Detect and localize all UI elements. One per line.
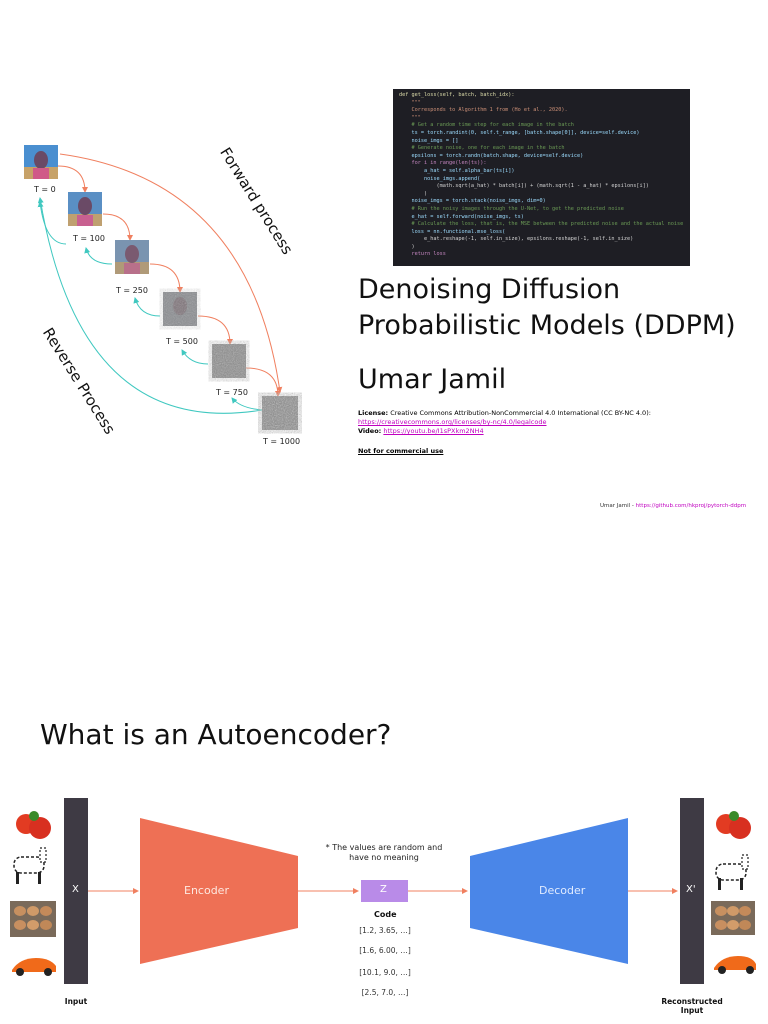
decoder-label: Decoder bbox=[539, 884, 585, 897]
z-label: Z bbox=[380, 884, 387, 895]
code-line: Corresponds to Algorithm 1 from (Ho et a… bbox=[399, 107, 684, 115]
random-values-note: * The values are random and have no mean… bbox=[320, 843, 448, 863]
x-prime-label: X' bbox=[686, 884, 696, 895]
code-line: # Calculate the loss, that is, the MSE b… bbox=[399, 221, 684, 229]
footer-author: Umar Jamil - bbox=[600, 503, 636, 509]
title-line-1: Denoising Diffusion bbox=[358, 272, 736, 308]
code-snippet: def get_loss(self, batch, batch_idx): ""… bbox=[393, 89, 690, 266]
code-line: noise_imgs = torch.stack(noise_imgs, dim… bbox=[399, 198, 684, 206]
license-text: Creative Commons Attribution-NonCommerci… bbox=[388, 409, 651, 417]
x-label: X bbox=[72, 884, 79, 895]
author-name: Umar Jamil bbox=[358, 364, 506, 395]
reconstructed-input-label: Reconstructed Input bbox=[656, 997, 728, 1015]
license-link[interactable]: https://creativecommons.org/licenses/by-… bbox=[358, 418, 546, 426]
code-line: # Get a random time step for each image … bbox=[399, 122, 684, 130]
thumb-t100 bbox=[68, 192, 102, 226]
title-line-2: Probabilistic Models (DDPM) bbox=[358, 308, 736, 344]
code-line: a_hat = self.alpha_bar(ts[i]) bbox=[399, 168, 684, 176]
code-label: Code bbox=[374, 910, 397, 919]
slide-footer: Umar Jamil - https://github.com/hkproj/p… bbox=[600, 503, 746, 509]
timestep-label: T = 500 bbox=[166, 337, 198, 346]
code-line: ) bbox=[399, 244, 684, 252]
code-line: def get_loss(self, batch, batch_idx): bbox=[399, 92, 684, 100]
code-vector: [1.6, 6.00, …] bbox=[357, 946, 413, 955]
car-icon bbox=[12, 958, 56, 976]
code-vector: [1.2, 3.65, …] bbox=[357, 926, 413, 935]
code-line: noise_imgs.append( bbox=[399, 176, 684, 184]
thumb-t250 bbox=[115, 240, 149, 274]
video-label: Video: bbox=[358, 427, 381, 435]
eggs-icon bbox=[711, 901, 755, 935]
encoder-label: Encoder bbox=[184, 884, 229, 897]
slide-autoencoder: What is an Autoencoder? bbox=[0, 560, 768, 1024]
code-line: noise_imgs = [] bbox=[399, 138, 684, 146]
eggs-icon bbox=[10, 901, 56, 937]
zebra-icon bbox=[14, 848, 46, 884]
code-line: e_hat = self.forward(noise_imgs, ts) bbox=[399, 214, 684, 222]
video-line: Video: https://youtu.be/I1sPXkm2NH4 bbox=[358, 427, 484, 436]
tomato-icon bbox=[16, 811, 51, 839]
zebra-icon bbox=[716, 855, 748, 890]
code-line: loss = nn.functional.mse_loss( bbox=[399, 229, 684, 237]
timestep-label: T = 100 bbox=[73, 234, 105, 243]
video-link[interactable]: https://youtu.be/I1sPXkm2NH4 bbox=[383, 427, 483, 435]
thumb-t1000 bbox=[262, 396, 298, 430]
input-label: Input bbox=[56, 997, 96, 1006]
code-line: """ bbox=[399, 100, 684, 108]
code-line: ) bbox=[399, 191, 684, 199]
not-commercial-text: Not for commercial use bbox=[358, 447, 443, 455]
code-line: # Run the noisy images through the U-Net… bbox=[399, 206, 684, 214]
code-line: for i in range(len(ts)): bbox=[399, 160, 684, 168]
code-vector: [10.1, 9.0, …] bbox=[357, 968, 413, 977]
code-line: (math.sqrt(a_hat) * batch[i]) + (math.sq… bbox=[399, 183, 684, 191]
license-line: License: Creative Commons Attribution-No… bbox=[358, 409, 651, 418]
timestep-label: T = 1000 bbox=[263, 437, 300, 446]
code-line: epsilons = torch.randn(batch.shape, devi… bbox=[399, 153, 684, 161]
timestep-label: T = 0 bbox=[34, 185, 56, 194]
code-line: ts = torch.randint(0, self.t_range, [bat… bbox=[399, 130, 684, 138]
license-label: License: bbox=[358, 409, 388, 417]
code-line: """ bbox=[399, 115, 684, 123]
thumb-t750 bbox=[212, 344, 246, 378]
footer-link[interactable]: https://github.com/hkproj/pytorch-ddpm bbox=[636, 503, 746, 509]
not-commercial-line: Not for commercial use bbox=[358, 447, 443, 456]
code-line: return loss bbox=[399, 251, 684, 259]
slide-title: Denoising Diffusion Probabilistic Models… bbox=[358, 272, 736, 344]
code-vector: [2.5, 7.0, …] bbox=[357, 988, 413, 997]
tomato-icon bbox=[716, 811, 751, 839]
license-url-line: https://creativecommons.org/licenses/by-… bbox=[358, 418, 546, 427]
code-line: e_hat.reshape(-1, self.in_size), epsilon… bbox=[399, 236, 684, 244]
thumb-t0 bbox=[24, 145, 58, 179]
thumb-t500 bbox=[163, 292, 197, 326]
timestep-label: T = 750 bbox=[216, 388, 248, 397]
code-line: # Generate noise, one for each image in … bbox=[399, 145, 684, 153]
slide-ddpm-title: def get_loss(self, batch, batch_idx): ""… bbox=[0, 0, 768, 560]
timestep-label: T = 250 bbox=[116, 286, 148, 295]
car-icon bbox=[714, 956, 756, 974]
